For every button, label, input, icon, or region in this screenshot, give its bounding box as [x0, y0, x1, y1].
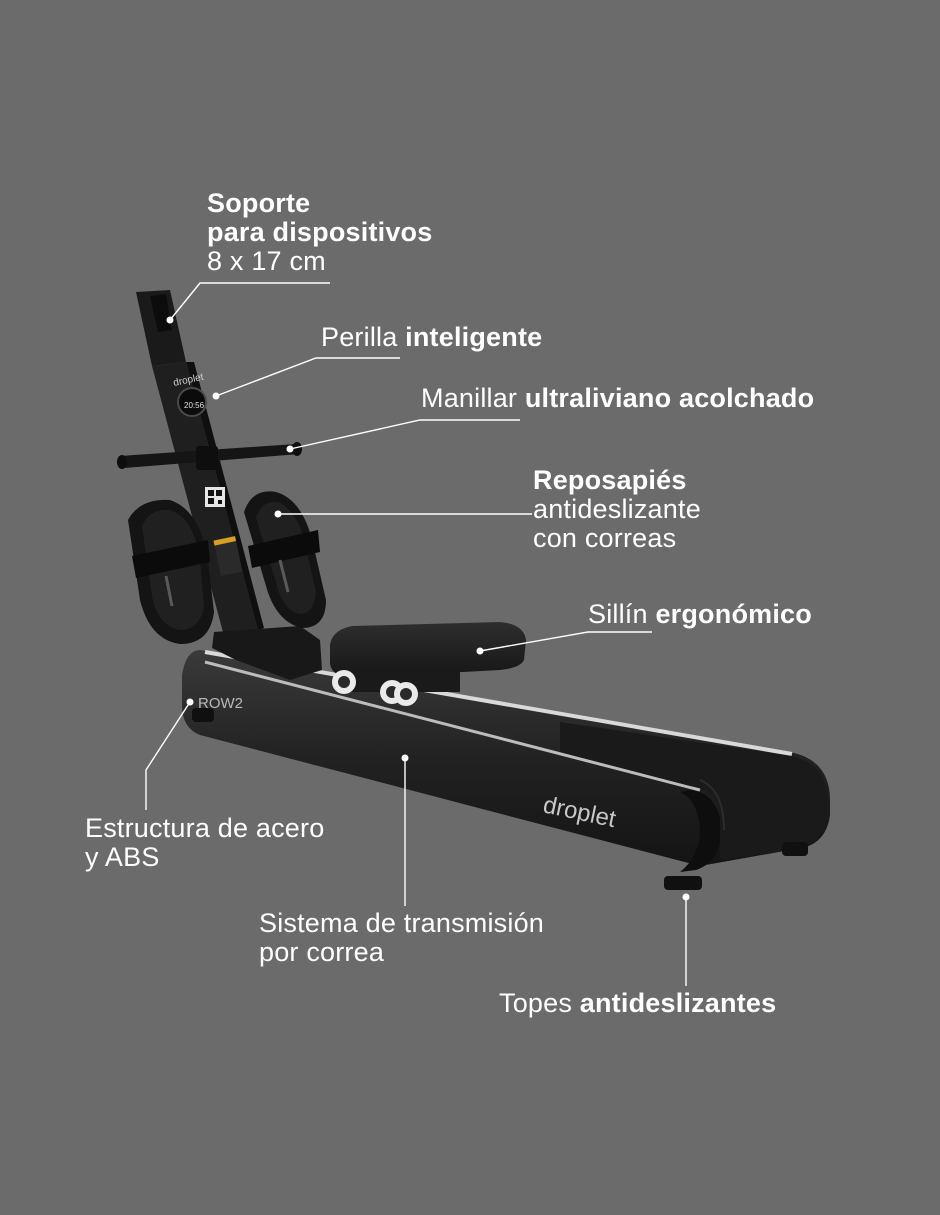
seat: [330, 622, 526, 706]
label-reposapies-line1: Reposapiés: [533, 465, 687, 495]
front-foot: [192, 708, 214, 722]
rear-foot-2: [782, 842, 808, 856]
label-sistema-line1: Sistema de transmisión: [259, 908, 545, 938]
rear-foot: [664, 876, 702, 890]
leader-perilla: [215, 357, 400, 397]
leader-estructura: [145, 701, 191, 810]
label-topes-regular: Topes: [499, 988, 573, 1018]
leader-manillar: [289, 419, 520, 450]
label-estructura-line1: Estructura de acero: [85, 813, 325, 843]
label-reposapies-line2: antideslizante: [533, 494, 701, 524]
label-manillar: Manillar ultraliviano acolchado: [421, 384, 814, 413]
label-sistema-line2: por correa: [259, 937, 385, 967]
model-badge: ROW2: [198, 695, 243, 712]
label-perilla-bold: inteligente: [405, 322, 543, 352]
label-sillin: Sillín ergonómico: [588, 600, 812, 629]
label-manillar-regular: Manillar: [421, 383, 518, 413]
label-reposapies: Reposapiés antideslizante con correas: [533, 466, 701, 553]
label-reposapies-line3: con correas: [533, 523, 677, 553]
pivot-block: [212, 626, 322, 680]
label-sillin-regular: Sillín: [588, 599, 648, 629]
console-time: 20:56: [184, 401, 205, 410]
label-soporte: Soporte para dispositivos 8 x 17 cm: [207, 189, 432, 276]
label-perilla: Perilla inteligente: [321, 323, 542, 352]
handlebar: [117, 442, 302, 470]
label-sillin-bold: ergonómico: [655, 599, 812, 629]
label-estructura: Estructura de acero y ABS: [85, 814, 324, 872]
label-estructura-line2: y ABS: [85, 842, 160, 872]
label-topes: Topes antideslizantes: [499, 989, 776, 1018]
leader-lines: [145, 282, 687, 986]
label-soporte-line2: para dispositivos: [207, 217, 433, 247]
leader-dots: [166, 316, 690, 901]
console-mast: [136, 290, 264, 636]
footrest-right: [244, 491, 326, 628]
leader-soporte: [169, 282, 330, 321]
label-sistema: Sistema de transmisión por correa: [259, 909, 544, 967]
leader-sillin: [479, 631, 652, 652]
label-soporte-line3: 8 x 17 cm: [207, 246, 326, 276]
label-topes-bold: antideslizantes: [579, 988, 777, 1018]
label-soporte-line1: Soporte: [207, 188, 311, 218]
footrest-left: [128, 499, 214, 644]
label-manillar-bold: ultraliviano acolchado: [524, 383, 815, 413]
label-perilla-regular: Perilla: [321, 322, 398, 352]
